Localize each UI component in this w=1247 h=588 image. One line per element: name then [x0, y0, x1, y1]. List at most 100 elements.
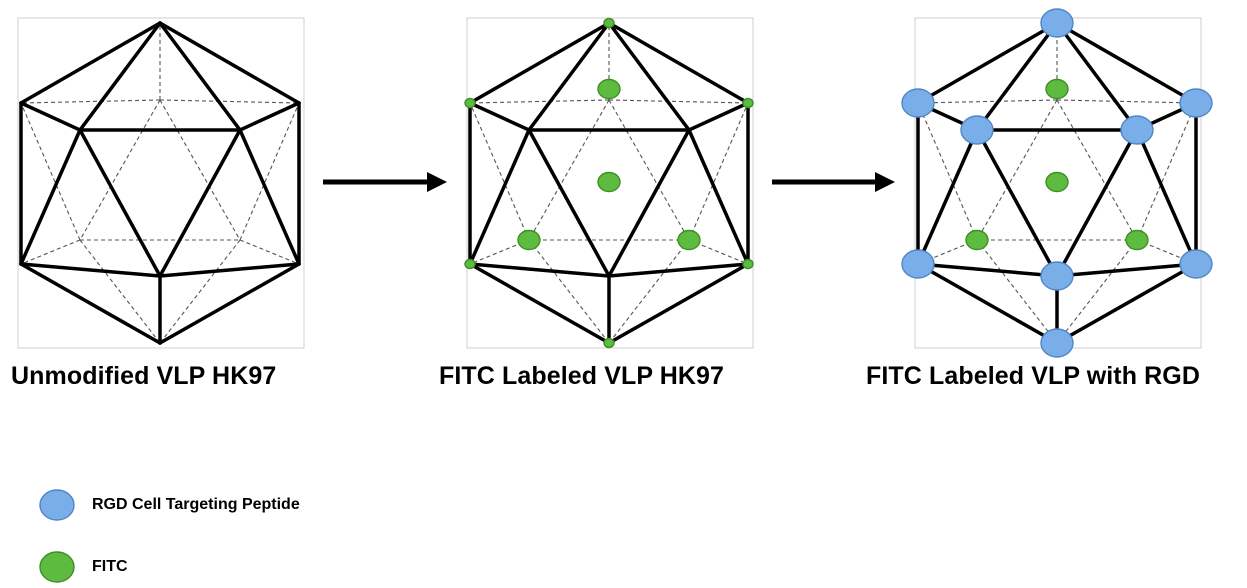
front-edge — [158, 21, 301, 105]
front-edge — [916, 128, 979, 266]
front-edge — [468, 262, 611, 345]
hidden-edge — [1056, 239, 1138, 344]
arrow-head — [427, 172, 447, 192]
front-edge — [19, 21, 162, 105]
fitc-dot — [603, 337, 615, 349]
front-edge — [158, 262, 301, 345]
hidden-edge — [159, 99, 300, 104]
front-edge — [19, 101, 82, 132]
front-edge — [975, 128, 1059, 278]
front-edge — [1055, 262, 1198, 345]
front-edge — [607, 262, 750, 278]
front-edge — [158, 21, 242, 132]
fitc-dot — [1045, 171, 1069, 193]
front-edge — [158, 128, 242, 278]
front-edge — [607, 21, 750, 105]
icosahedron-panel-2 — [464, 17, 754, 349]
front-edge — [527, 21, 611, 132]
hidden-edge — [917, 99, 1058, 104]
fitc-dot — [464, 97, 476, 109]
fitc-dot — [603, 17, 615, 29]
fitc-dot — [742, 258, 754, 270]
front-edge — [527, 128, 611, 278]
front-edge — [607, 21, 691, 132]
hidden-edge — [79, 239, 161, 344]
legend-fitc-label: FITC — [92, 558, 128, 575]
front-edge — [607, 262, 750, 345]
hidden-edge — [20, 102, 81, 241]
legend-fitc-symbol — [39, 551, 75, 583]
legend-rgd-symbol — [39, 489, 75, 521]
front-edge — [607, 128, 691, 278]
front-edge — [19, 128, 82, 266]
icosahedron-panel-3 — [901, 8, 1213, 358]
hidden-edge — [976, 99, 1058, 241]
hidden-edge — [528, 99, 610, 241]
fitc-dot — [597, 171, 621, 193]
panel-label-unmodified: Unmodified VLP HK97 — [11, 362, 277, 390]
hidden-edge — [608, 239, 690, 344]
hidden-edge — [608, 99, 749, 104]
hidden-edge — [976, 239, 1058, 344]
arrow-1 — [323, 172, 447, 192]
hidden-edge — [159, 99, 241, 241]
rgd-peptide — [1040, 8, 1074, 38]
front-edge — [19, 262, 162, 345]
fitc-dot — [1045, 78, 1069, 100]
legend-rgd-label: RGD Cell Targeting Peptide — [92, 496, 300, 513]
front-edge — [1135, 128, 1198, 266]
front-edge — [1055, 262, 1198, 278]
fitc-dot — [597, 78, 621, 100]
front-edge — [687, 101, 750, 132]
fitc-dot — [517, 229, 541, 251]
rgd-peptide — [1120, 115, 1154, 145]
front-edge — [468, 262, 611, 278]
fitc-dot — [742, 97, 754, 109]
front-edge — [158, 262, 301, 278]
fitc-dot — [965, 229, 989, 251]
hidden-edge — [239, 102, 300, 241]
fitc-dot — [464, 258, 476, 270]
rgd-peptide — [901, 249, 935, 279]
front-edge — [468, 128, 531, 266]
hidden-edge — [1056, 99, 1138, 241]
front-edge — [238, 101, 301, 132]
panel-label-fitc-labeled: FITC Labeled VLP HK97 — [439, 362, 725, 390]
fitc-dot — [677, 229, 701, 251]
front-edge — [975, 21, 1059, 132]
front-edge — [78, 21, 162, 132]
hidden-edge — [608, 99, 690, 241]
arrow-2 — [772, 172, 895, 192]
hidden-edge — [239, 239, 300, 265]
hidden-edge — [1056, 99, 1197, 104]
front-edge — [1055, 21, 1139, 132]
hidden-edge — [159, 239, 241, 344]
arrow-head — [875, 172, 895, 192]
rgd-peptide — [1040, 261, 1074, 291]
hidden-edge — [528, 239, 610, 344]
front-edge — [1055, 21, 1198, 105]
hidden-edge — [917, 102, 978, 241]
front-edge — [468, 21, 611, 105]
icosahedron-panel-1 — [17, 17, 305, 349]
front-edge — [916, 21, 1059, 105]
rgd-peptide — [960, 115, 994, 145]
front-edge — [916, 262, 1059, 278]
front-edge — [78, 128, 162, 278]
hidden-edge — [469, 99, 610, 104]
hidden-edge — [20, 239, 81, 265]
fitc-dot — [1125, 229, 1149, 251]
front-edge — [687, 128, 750, 266]
hidden-edge — [469, 102, 530, 241]
front-edge — [19, 262, 162, 278]
hidden-edge — [20, 99, 161, 104]
rgd-peptide — [1040, 328, 1074, 358]
panel-label-fitc-rgd: FITC Labeled VLP with RGD — [866, 362, 1201, 390]
hidden-edge — [1136, 102, 1197, 241]
hidden-edge — [79, 99, 161, 241]
hidden-edge — [688, 102, 749, 241]
rgd-peptide — [1179, 88, 1213, 118]
front-edge — [238, 128, 301, 266]
